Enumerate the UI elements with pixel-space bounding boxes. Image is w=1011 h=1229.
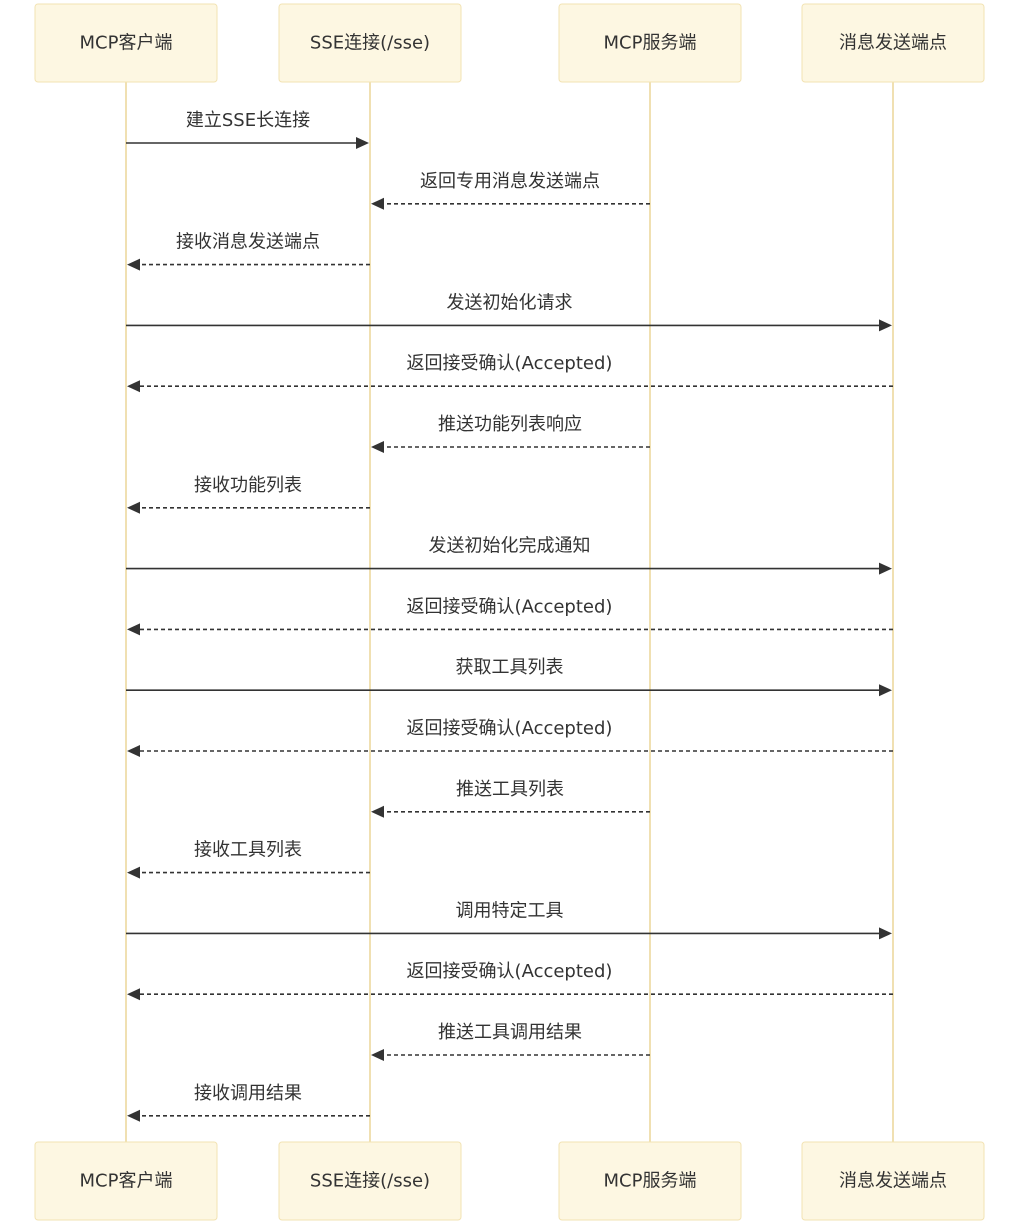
- message-arrowhead-5: [127, 380, 140, 393]
- participant-box-sse-bottom: [278, 1141, 462, 1221]
- message-label-11: 返回接受确认(Accepted): [407, 718, 613, 739]
- message-label-14: 调用特定工具: [456, 900, 564, 921]
- message-label-16: 推送工具调用结果: [438, 1022, 582, 1043]
- message-label-10: 获取工具列表: [456, 657, 564, 678]
- message-label-12: 推送工具列表: [456, 779, 564, 800]
- message-arrowhead-6: [371, 441, 384, 453]
- message-label-15: 返回接受确认(Accepted): [407, 961, 613, 982]
- message-arrowhead-13: [127, 866, 140, 879]
- message-arrowhead-17: [127, 1109, 140, 1122]
- participant-label-endpoint-top: 消息发送端点: [839, 33, 947, 54]
- participant-label-client-top: MCP客户端: [80, 33, 173, 54]
- message-arrowhead-1: [356, 137, 369, 149]
- message-arrowhead-4: [879, 319, 892, 332]
- message-label-9: 返回接受确认(Accepted): [407, 596, 613, 617]
- participant-box-sse-top: [278, 3, 462, 83]
- message-arrowhead-15: [127, 988, 140, 1001]
- participant-box-client-bottom: [34, 1141, 218, 1221]
- message-arrowhead-3: [127, 258, 140, 271]
- participant-label-server-top: MCP服务端: [604, 33, 697, 54]
- message-label-6: 推送功能列表响应: [438, 414, 582, 435]
- message-label-13: 接收工具列表: [194, 840, 302, 861]
- message-label-2: 返回专用消息发送端点: [420, 171, 600, 192]
- participant-box-server-top: [558, 3, 742, 83]
- participant-box-client-top: [34, 3, 218, 83]
- message-label-4: 发送初始化请求: [447, 292, 573, 313]
- message-arrowhead-16: [371, 1049, 384, 1061]
- message-label-1: 建立SSE长连接: [186, 110, 310, 131]
- message-arrowhead-8: [879, 562, 892, 575]
- message-arrowhead-11: [127, 745, 140, 757]
- message-label-7: 接收功能列表: [194, 475, 302, 496]
- message-arrowhead-14: [879, 927, 892, 940]
- message-label-8: 发送初始化完成通知: [429, 536, 591, 557]
- message-label-17: 接收调用结果: [194, 1083, 302, 1104]
- message-arrowhead-7: [127, 501, 140, 514]
- message-label-3: 接收消息发送端点: [176, 232, 320, 253]
- message-arrowhead-10: [879, 684, 892, 697]
- participant-label-server-bottom: MCP服务端: [604, 1171, 697, 1192]
- participant-box-endpoint-bottom: [801, 1141, 985, 1221]
- participant-label-client-bottom: MCP客户端: [80, 1171, 173, 1192]
- participant-label-sse-top: SSE连接(/sse): [310, 33, 430, 54]
- participant-box-server-bottom: [558, 1141, 742, 1221]
- message-arrowhead-12: [371, 805, 384, 818]
- message-arrowhead-9: [127, 623, 140, 636]
- message-label-5: 返回接受确认(Accepted): [407, 353, 613, 374]
- participant-label-endpoint-bottom: 消息发送端点: [839, 1171, 947, 1192]
- participant-label-sse-bottom: SSE连接(/sse): [310, 1171, 430, 1192]
- participant-box-endpoint-top: [801, 3, 985, 83]
- message-arrowhead-2: [371, 197, 384, 210]
